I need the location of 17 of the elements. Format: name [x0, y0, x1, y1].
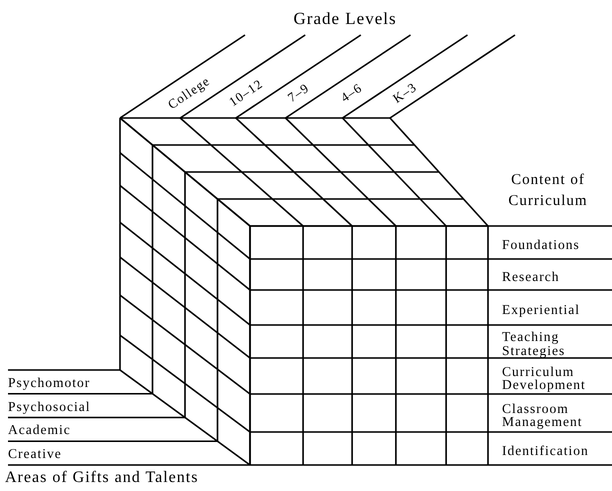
- gift-area-label: Creative: [8, 447, 62, 461]
- grade-label: 4–6: [338, 80, 365, 104]
- gift-area-label: Academic: [8, 423, 71, 437]
- content-label: Teaching Strategies: [502, 330, 566, 357]
- content-label: Identification: [502, 444, 590, 457]
- content-label: Curriculum Development: [502, 364, 587, 392]
- gift-area-label: Psychomotor: [8, 376, 90, 390]
- gift-area-label: Psychosocial: [8, 400, 90, 414]
- axis-label: Grade Levels: [294, 10, 397, 26]
- grade-label: 7–9: [285, 80, 312, 104]
- content-label: Foundations: [502, 238, 581, 251]
- axis-label: Areas of Gifts and Talents: [5, 470, 198, 486]
- grade-label: K–3: [390, 80, 419, 104]
- content-label: Research: [502, 270, 560, 283]
- axis-label: Content of Curriculum: [507, 171, 589, 211]
- content-label: Experiential: [502, 302, 581, 316]
- content-label: Classroom Management: [502, 402, 584, 428]
